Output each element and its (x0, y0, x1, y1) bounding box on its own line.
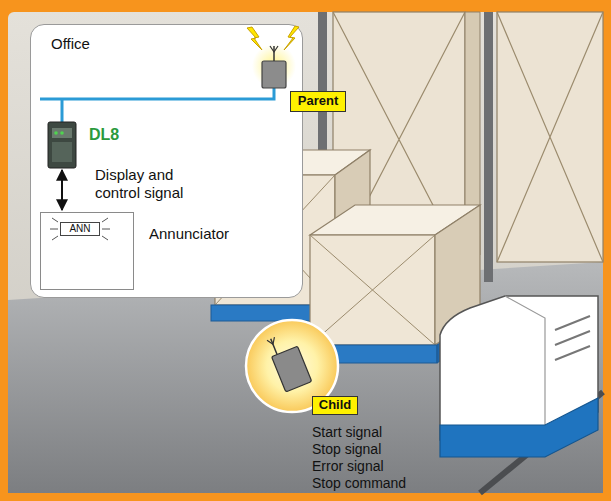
box-front (310, 235, 435, 345)
device-antenna (273, 46, 275, 61)
controller-module (52, 142, 72, 162)
vehicle-grill (555, 316, 590, 360)
tag-label: Child (319, 398, 352, 413)
device-label: DL8 (89, 126, 119, 144)
controller-module (52, 128, 72, 138)
device-body (272, 346, 312, 392)
status-led (54, 131, 58, 135)
crate-front (497, 12, 603, 262)
signal-name: Start signal (312, 424, 382, 440)
signal-name: Error signal (312, 458, 384, 474)
annunciator-panel: AnnunciatorANN (40, 212, 134, 290)
signal-name: Stop command (312, 475, 406, 491)
status-led (60, 131, 64, 135)
warehouse-wall (8, 12, 603, 493)
antenna-tip (270, 46, 278, 52)
signal-name: Stop signal (312, 441, 381, 457)
tag-label: Parent (298, 94, 338, 109)
parent-device (262, 61, 286, 88)
parent-tag: Parent (290, 91, 346, 112)
child-device (265, 330, 312, 391)
antenna-tip (267, 337, 277, 346)
child-tag: Child (312, 396, 358, 415)
vehicle-bumper (440, 398, 598, 457)
rack-post (484, 12, 493, 282)
vehicle-edge (505, 296, 545, 440)
radio-bolt (247, 27, 262, 50)
signal-arrow (61, 170, 63, 210)
lamp-rays (50, 218, 110, 240)
controller-unit: DL8 (48, 122, 76, 168)
radio-glow (252, 44, 296, 88)
controller-device (48, 122, 76, 168)
office-panel: OfficeParentDL8AnnunciatorANN (30, 24, 303, 298)
panel-heading: Annunciator (149, 225, 229, 242)
edge-label: Display and control signal (95, 166, 210, 202)
annunciator-lamp: ANN (60, 222, 100, 236)
box-brace (310, 235, 435, 345)
network-drop (61, 99, 64, 122)
lamp-label: ANN (69, 223, 90, 235)
panel-heading: Office (51, 35, 90, 52)
crate-brace (497, 12, 603, 262)
radio-bolt (284, 26, 299, 50)
network-line (40, 88, 274, 99)
